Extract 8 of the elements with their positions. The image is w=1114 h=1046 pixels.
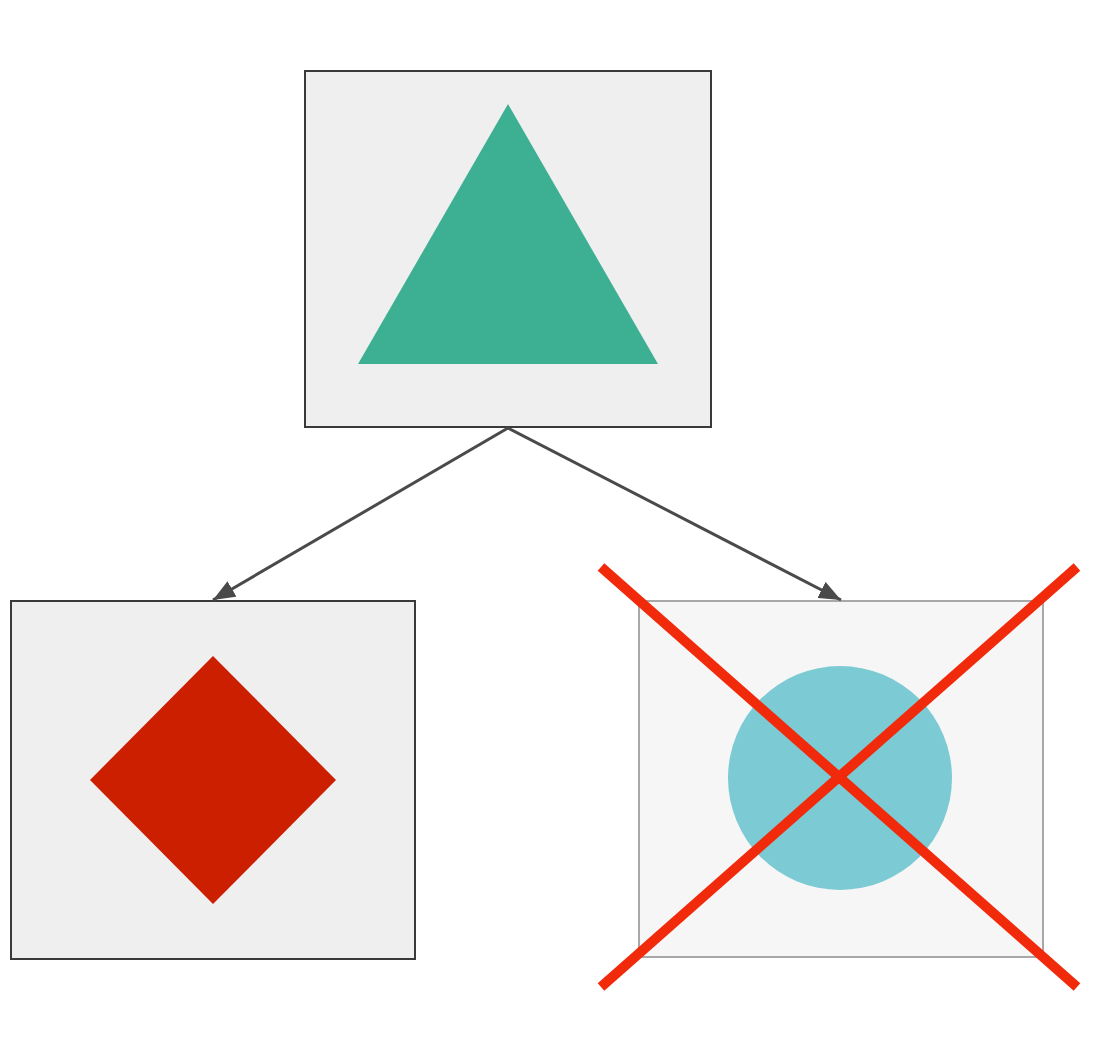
shape-box (304, 70, 712, 428)
faded-shape-box (638, 600, 1044, 958)
arrow (507, 426, 842, 602)
shape-box (10, 600, 416, 960)
circle-shape (728, 666, 952, 890)
arrow (212, 426, 509, 602)
triangle-shape (358, 104, 658, 364)
diamond-shape (90, 656, 336, 904)
